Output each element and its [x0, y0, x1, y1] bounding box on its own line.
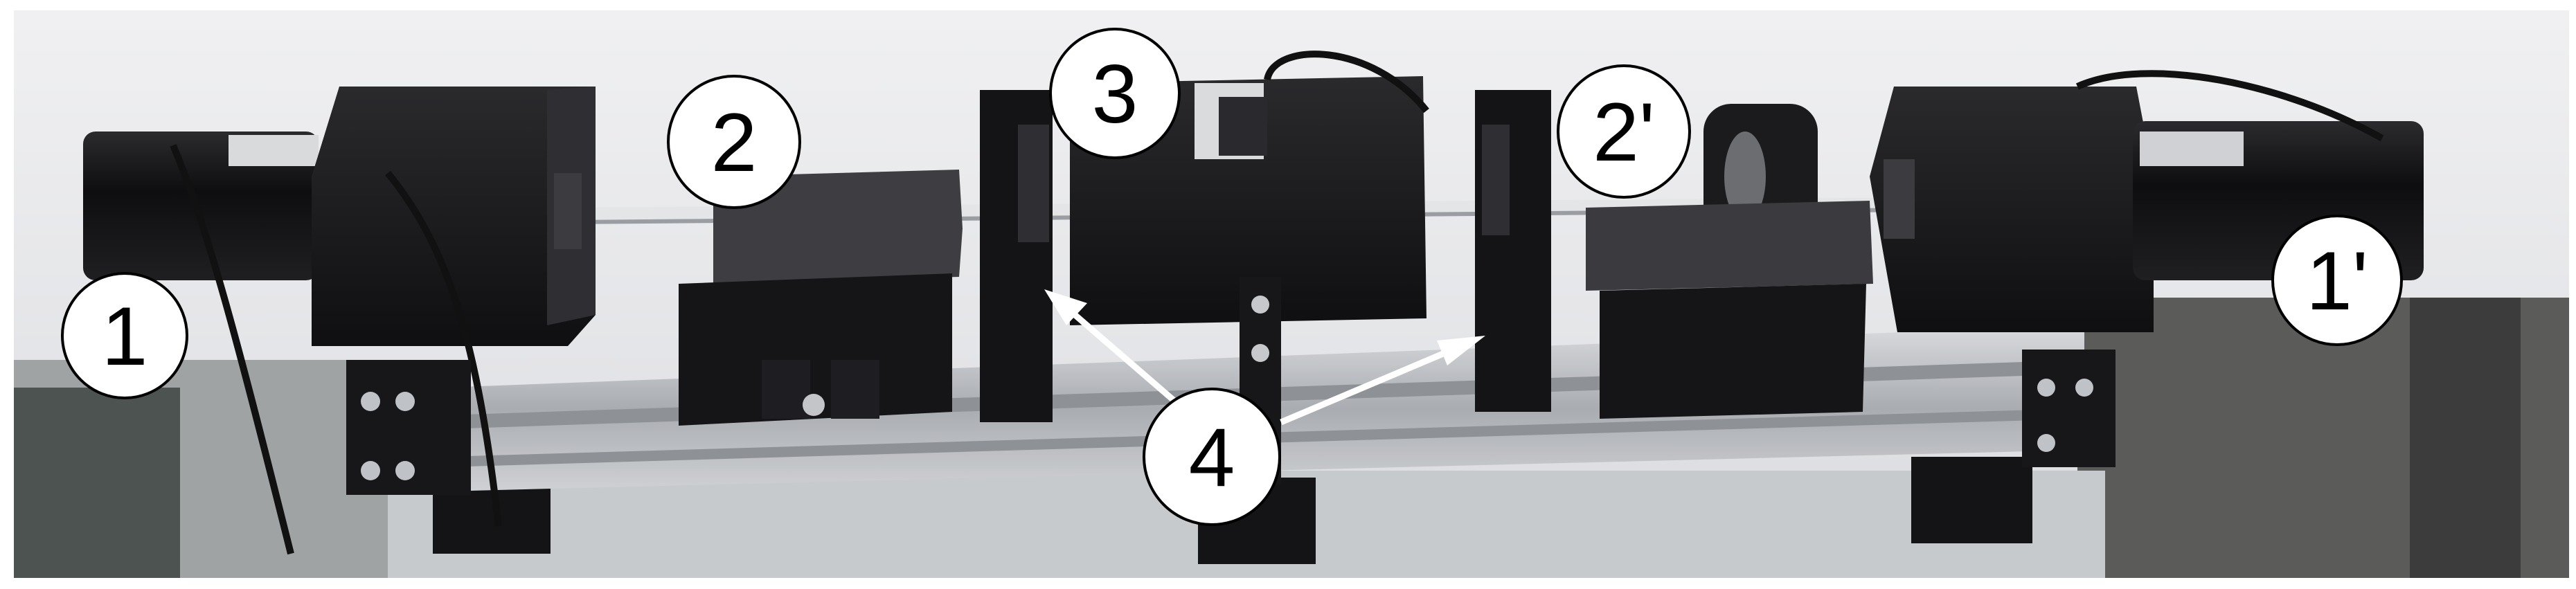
callout-4-arrows [1044, 289, 1485, 426]
callout-4: 4 [1143, 388, 1281, 526]
svg-text:4: 4 [1189, 411, 1235, 504]
right-clamp [1586, 104, 1873, 419]
svg-text:1: 1 [102, 290, 148, 383]
callout-1: 1 [61, 272, 188, 399]
left-clamp [679, 170, 963, 426]
left-bearing-block [346, 360, 471, 495]
right-bearing-block [2022, 350, 2116, 467]
callout-2-prime: 2' [1557, 64, 1691, 199]
svg-text:1': 1' [2306, 235, 2368, 327]
callout-2: 2 [667, 75, 801, 209]
callout-1-prime: 1' [2271, 215, 2403, 346]
left-support-plate [980, 90, 1053, 422]
left-coupling-housing [312, 87, 596, 527]
callout-3: 3 [1049, 28, 1181, 159]
svg-text:3: 3 [1092, 48, 1138, 141]
svg-text:2': 2' [1593, 86, 1655, 179]
right-coupling-housing [1870, 87, 2154, 332]
svg-text:2: 2 [711, 96, 758, 189]
right-support-plate [1475, 90, 1551, 412]
left-motor [83, 132, 319, 555]
